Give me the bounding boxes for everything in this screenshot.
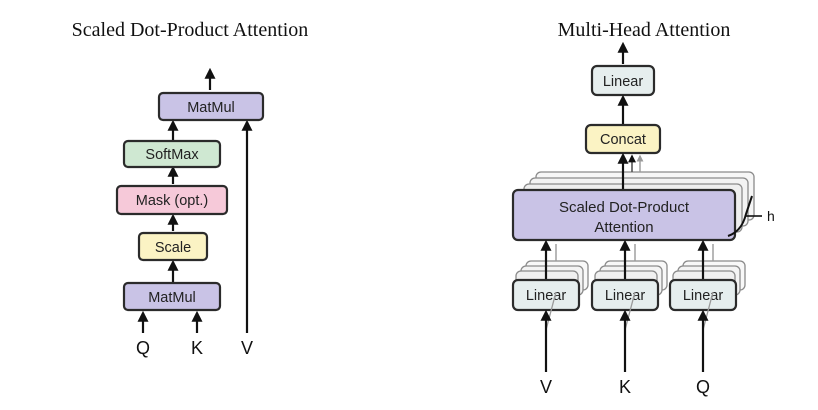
- matmul-top-rect: [157, 91, 265, 122]
- right-title: Multi-Head Attention: [558, 19, 731, 41]
- matmul-bottom-box: MatMul: [122, 281, 222, 312]
- h-label: h: [767, 208, 775, 224]
- mha-input-k-label: K: [619, 377, 631, 397]
- scale-rect: [137, 231, 209, 262]
- matmul-bottom-rect: [122, 281, 222, 312]
- input-v-label: V: [241, 338, 253, 358]
- multi-head-panel: Multi-Head Attention Linear Concat Scale…: [511, 19, 775, 397]
- softmax-label: SoftMax: [145, 147, 199, 163]
- input-q-label: Q: [136, 338, 150, 358]
- h-brace: [727, 195, 753, 237]
- concat-label: Concat: [600, 132, 646, 148]
- softmax-box: SoftMax: [122, 139, 222, 169]
- scale-box: Scale: [137, 231, 209, 262]
- mask-box: Mask (opt.): [115, 184, 229, 216]
- scaled-dot-product-panel: Scaled Dot-Product Attention MatMul Soft…: [72, 19, 309, 358]
- mask-label: Mask (opt.): [136, 193, 209, 209]
- linear-k-label: Linear: [605, 288, 645, 304]
- mha-input-v-label: V: [540, 377, 552, 397]
- mha-input-q-label: Q: [696, 377, 710, 397]
- matmul-bottom-label: MatMul: [148, 290, 196, 306]
- linear-q-label: Linear: [683, 288, 723, 304]
- linear-v-box: Linear: [511, 278, 581, 312]
- attention-label-line1: Scaled Dot-Product: [559, 199, 690, 216]
- matmul-top-label: MatMul: [187, 100, 235, 116]
- linear-k-box: Linear: [590, 278, 660, 312]
- mask-rect: [115, 184, 229, 216]
- input-k-label: K: [191, 338, 203, 358]
- linear-top-label: Linear: [603, 74, 643, 90]
- linear-v-label: Linear: [526, 288, 566, 304]
- attention-label-line2: Attention: [594, 219, 653, 236]
- scale-label: Scale: [155, 240, 191, 256]
- linear-q-box: Linear: [668, 278, 738, 312]
- concat-box: Concat: [584, 123, 662, 155]
- scaled-dot-product-attention-box: Scaled Dot-Product Attention: [511, 188, 737, 242]
- matmul-top-box: MatMul: [157, 91, 265, 122]
- left-title: Scaled Dot-Product Attention: [72, 19, 309, 41]
- softmax-rect: [122, 139, 222, 169]
- linear-top-box: Linear: [590, 64, 656, 97]
